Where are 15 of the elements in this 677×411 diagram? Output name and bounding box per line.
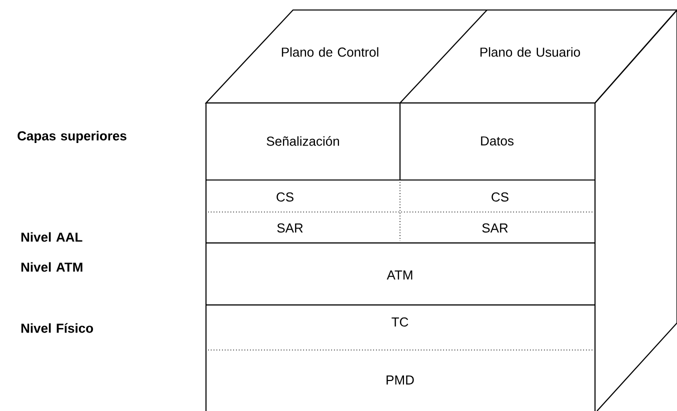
layer-label: ATM (386, 270, 412, 280)
plane-label: Plano de Control (282, 47, 378, 57)
layer-name: Capas superiores (18, 130, 126, 144)
layer-label: SAR (482, 223, 508, 233)
layer-cell: Señalización (266, 136, 339, 146)
layer-name: Nivel ATM (21, 262, 82, 272)
layer-cell: Datos (481, 136, 514, 146)
plane-label: Plano de Usuario (480, 47, 580, 57)
layer-label: PMD (386, 376, 414, 384)
layer-name: Nivel AAL (21, 232, 82, 242)
layer-name: Nivel Físico (21, 323, 94, 333)
layer-label: CS (492, 192, 508, 202)
layer-label: SAR (277, 223, 303, 233)
layer-label: TC (392, 317, 408, 327)
layer-label: CS (276, 192, 294, 202)
